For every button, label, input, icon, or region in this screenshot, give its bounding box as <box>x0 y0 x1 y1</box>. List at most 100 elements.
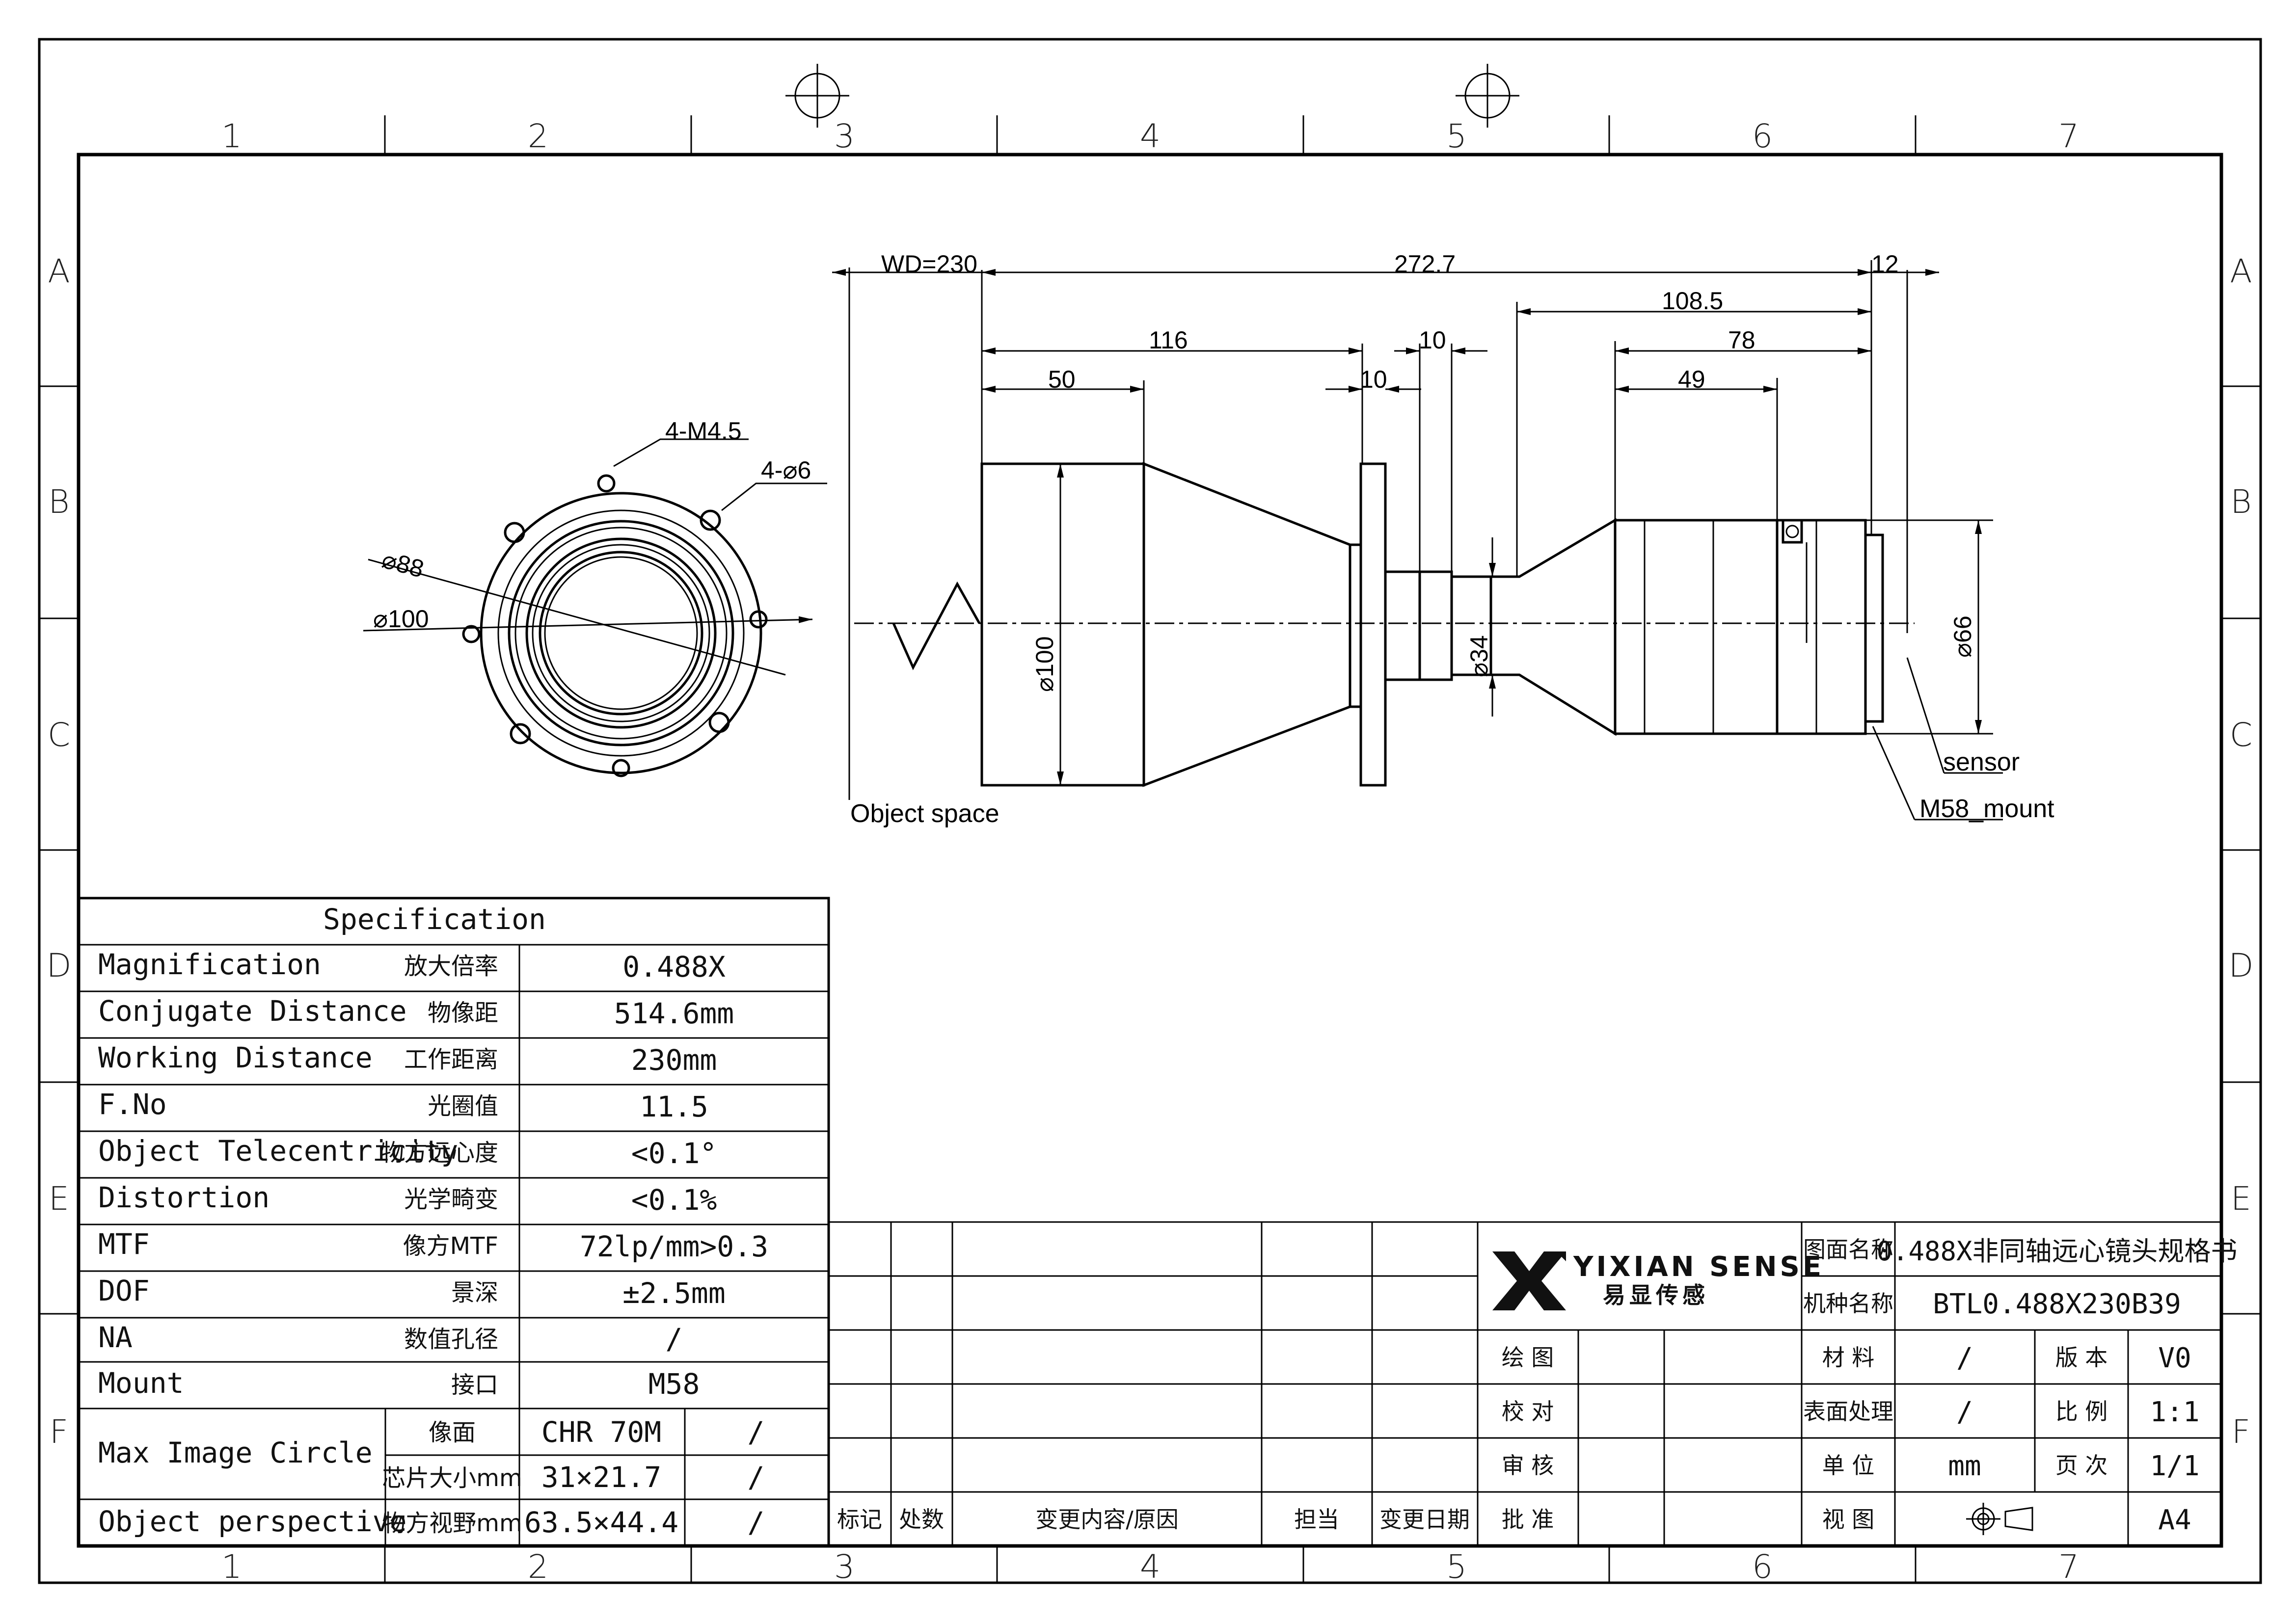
zone-row-d: D <box>47 947 72 984</box>
drawing-name: 0.488X非同轴远心镜头规格书 <box>1876 1236 2237 1267</box>
spec-row-1-value: 0.488X <box>622 950 726 984</box>
lock-screw <box>1782 519 1803 544</box>
dim-10-bottom-text: 10 <box>1360 366 1387 393</box>
spec-row-4-cn: 光圈值 <box>428 1092 498 1120</box>
neck-2 <box>1418 570 1453 681</box>
spec-row-9-value: / <box>666 1322 683 1356</box>
spec-row-8-en: DOF <box>98 1274 150 1307</box>
spec-chip-size-extra: / <box>748 1461 765 1494</box>
front-hole-phi-tl <box>504 522 525 543</box>
front-ring-3 <box>525 537 717 729</box>
spec-row-7-cn: 像方MTF <box>403 1232 498 1260</box>
spec-row-2-en: Conjugate Distance <box>98 994 407 1028</box>
zone-col-5-bottom: 5 <box>1446 1548 1467 1586</box>
rev-header-owner: 担当 <box>1294 1506 1339 1533</box>
spec-row-5-value: <0.1° <box>631 1137 717 1170</box>
front-ring-2 <box>514 527 728 740</box>
spec-row-10-en: Mount <box>98 1366 184 1400</box>
spec-row-2-cn: 物像距 <box>428 999 498 1027</box>
zone-row-e: E <box>49 1180 69 1218</box>
front-ring-6 <box>544 556 698 710</box>
front-dia-88: ⌀88 <box>379 546 427 583</box>
spec-row-1-cn: 放大倍率 <box>404 953 498 980</box>
zone-col-1-bottom: 1 <box>221 1548 242 1586</box>
label-object-space: Object space <box>850 799 999 828</box>
revision-table: 标记 处数 变更内容/原因 担当 变更日期 <box>829 1221 1479 1546</box>
zone-row-labels-right: A B C D E F <box>2229 252 2254 1451</box>
dim-dia100-text: ⌀100 <box>1031 636 1058 692</box>
spec-row-8-value: ±2.5mm <box>622 1276 726 1310</box>
front-hole-phi-br <box>708 712 730 733</box>
spec-row-1-en: Magnification <box>98 948 321 981</box>
spec-row-3-cn: 工作距离 <box>404 1046 498 1073</box>
spec-chip-size-cn: 芯片大小mm <box>382 1464 522 1492</box>
spec-row-9-en: NA <box>98 1321 133 1354</box>
unit-label: 单 位 <box>1822 1452 1875 1479</box>
front-hole-m-right <box>749 610 768 629</box>
zone-col-7: 7 <box>2058 117 2079 155</box>
front-callout-m45: 4-M4.5 <box>665 417 742 445</box>
dim-78-text: 78 <box>1728 326 1756 354</box>
unit-value: mm <box>1948 1450 1981 1482</box>
flange-step <box>1349 543 1362 708</box>
leader-sensor <box>1906 657 1945 773</box>
zone-column-labels-top: 1 2 3 4 5 6 7 <box>221 117 2079 155</box>
zone-row-b-right: B <box>2230 483 2251 521</box>
spec-row-10-cn: 接口 <box>451 1371 498 1399</box>
version-value: V0 <box>2158 1342 2191 1374</box>
zone-col-3-bottom: 3 <box>834 1548 855 1586</box>
spec-image-plane-value: CHR 70M <box>541 1415 661 1449</box>
front-ring-1 <box>508 520 734 746</box>
spec-object-perspective-cn: 物方视野mm <box>382 1510 522 1537</box>
spec-row-10-value: M58 <box>648 1367 700 1401</box>
model-label: 机种名称 <box>1803 1290 1893 1317</box>
spec-object-perspective-en: Object perspective <box>98 1505 407 1538</box>
front-hole-phi-bl <box>510 723 531 745</box>
dim-116-text: 116 <box>1149 326 1188 354</box>
dim-10-top-text: 10 <box>1419 326 1446 354</box>
mount-ring <box>1776 519 1867 735</box>
zone-row-a-right: A <box>2230 252 2252 290</box>
zone-row-labels-left: A B C D E F <box>47 252 72 1451</box>
zone-col-6-bottom: 6 <box>1752 1548 1773 1586</box>
zone-col-2: 2 <box>528 117 548 155</box>
rev-header-date: 变更日期 <box>1379 1506 1470 1533</box>
spec-row-2-value: 514.6mm <box>614 997 734 1030</box>
title-block: YIXIAN SENSE 易显传感 图面名称 0.488X非同轴远心镜头规格书 … <box>1478 1221 2238 1546</box>
spec-row-4-en: F.No <box>98 1088 167 1121</box>
front-bolt-circle <box>497 509 745 757</box>
rev-header-content: 变更内容/原因 <box>1035 1506 1179 1533</box>
spec-title: Specification <box>323 903 546 936</box>
leader-mount <box>1872 726 1916 820</box>
zone-col-5: 5 <box>1446 117 1467 155</box>
rev-header-mark: 标记 <box>837 1506 882 1533</box>
surface-value: / <box>1956 1396 1973 1428</box>
zone-row-a: A <box>48 252 70 290</box>
sign-checked: 校 对 <box>1502 1398 1554 1425</box>
outer-frame <box>38 38 2262 1584</box>
zone-row-f-right: F <box>2232 1413 2250 1451</box>
zone-col-6: 6 <box>1752 117 1773 155</box>
spec-image-plane-extra: / <box>748 1415 765 1449</box>
spec-image-plane-cn: 像面 <box>429 1419 476 1446</box>
zone-row-e-right: E <box>2231 1180 2251 1218</box>
material-label: 材 料 <box>1822 1344 1875 1371</box>
zone-col-4-bottom: 4 <box>1140 1548 1161 1586</box>
spec-object-perspective-extra: / <box>748 1506 765 1539</box>
front-ring-4 <box>532 544 710 722</box>
inner-frame <box>77 153 2223 1548</box>
zone-col-7-bottom: 7 <box>2058 1548 2079 1586</box>
material-value: / <box>1956 1342 1973 1374</box>
view-label: 视 图 <box>1822 1506 1875 1533</box>
lock-screw-head <box>1785 525 1799 538</box>
brand-name-en: YIXIAN SENSE <box>1573 1251 1824 1283</box>
spec-row-3-value: 230mm <box>631 1043 717 1077</box>
spec-row-6-en: Distortion <box>98 1181 270 1214</box>
rear-barrel <box>1614 519 1779 735</box>
sign-approved: 批 准 <box>1502 1506 1554 1533</box>
spec-row-4-value: 11.5 <box>640 1090 708 1123</box>
projection-symbol-icon <box>1966 1503 2033 1535</box>
front-leader-m45 <box>613 438 749 467</box>
rear-cone <box>1489 518 1617 736</box>
front-leader-phi6 <box>721 482 827 511</box>
